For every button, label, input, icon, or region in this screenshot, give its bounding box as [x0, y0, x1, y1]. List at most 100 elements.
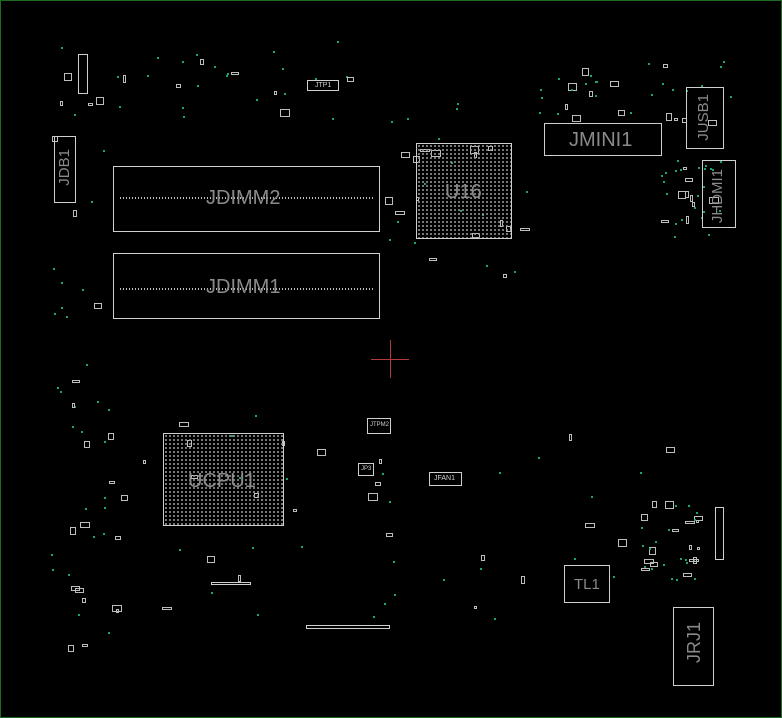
- via: [455, 107, 458, 110]
- jumper-jp3[interactable]: JP3: [358, 463, 374, 476]
- smd-pad: [82, 643, 89, 647]
- via: [651, 94, 654, 97]
- via: [61, 282, 64, 285]
- via: [688, 505, 691, 508]
- via: [703, 185, 706, 188]
- smd-pad: [279, 108, 290, 117]
- via: [696, 512, 699, 515]
- cursor-crosshair-v: [390, 340, 391, 378]
- jumper-jtpm2[interactable]: JTPM2: [367, 418, 391, 434]
- smd-pad: [588, 91, 593, 98]
- via: [102, 533, 105, 536]
- via: [181, 107, 184, 110]
- via: [696, 194, 699, 197]
- via: [107, 408, 110, 411]
- via: [50, 553, 53, 556]
- smd-pad: [674, 117, 679, 121]
- via: [666, 193, 669, 195]
- via: [654, 540, 657, 543]
- jdb1-label: JDB1: [56, 149, 73, 186]
- dimm-slot-jdimm1[interactable]: JDIMM1: [113, 253, 380, 319]
- connector-jrj1[interactable]: JRJ1: [673, 607, 714, 686]
- via: [103, 441, 106, 444]
- chip-u16[interactable]: U16: [416, 143, 512, 239]
- smd-pad: [64, 72, 73, 81]
- smd-pad: [82, 598, 87, 604]
- smd-pad: [87, 103, 93, 107]
- smd-pad: [685, 520, 696, 524]
- connector-vertical-top-left[interactable]: [78, 54, 88, 94]
- smd-pad: [688, 544, 692, 550]
- smd-pad: [565, 103, 569, 110]
- via: [681, 219, 684, 222]
- smd-pad: [692, 557, 697, 565]
- via: [92, 536, 95, 539]
- smd-pad: [521, 576, 525, 585]
- smd-pad: [685, 177, 694, 182]
- via: [86, 363, 89, 366]
- jhdmi1-label: JHDMI1: [709, 169, 726, 224]
- via: [700, 84, 703, 87]
- via: [639, 472, 642, 475]
- via: [674, 235, 677, 238]
- via: [537, 457, 540, 460]
- jumper-jtp1[interactable]: JTP1: [307, 80, 339, 91]
- via: [679, 558, 682, 561]
- connector-jfan1[interactable]: JFAN1: [429, 472, 462, 486]
- connector-jmini1[interactable]: JMINI1: [544, 123, 662, 156]
- via: [664, 171, 667, 174]
- via: [538, 111, 541, 114]
- smd-pad: [162, 607, 173, 611]
- chip-ucpu1[interactable]: UCPU1: [163, 433, 284, 526]
- jtpm2-label: JTPM2: [370, 422, 390, 428]
- connector-jdb1[interactable]: JDB1: [54, 136, 76, 203]
- via: [56, 386, 59, 389]
- via: [686, 562, 689, 565]
- smd-pad: [74, 588, 84, 594]
- connector-jusb1[interactable]: JUSB1: [686, 87, 724, 149]
- jdimm1-label: JDIMM1: [206, 276, 281, 298]
- via: [72, 425, 75, 428]
- via: [686, 89, 689, 92]
- via: [406, 118, 409, 121]
- smd-pad: [685, 216, 689, 225]
- smd-pad: [618, 109, 626, 116]
- dimm-slot-jdimm2[interactable]: JDIMM2: [113, 166, 380, 232]
- via: [675, 579, 678, 582]
- via: [571, 88, 574, 91]
- via: [81, 288, 84, 291]
- via: [493, 617, 496, 620]
- via: [226, 72, 229, 75]
- via: [643, 565, 646, 568]
- via: [672, 89, 675, 92]
- via: [648, 63, 651, 66]
- smd-pad: [69, 527, 76, 536]
- smd-pad: [384, 197, 393, 206]
- connector-right-edge[interactable]: [715, 507, 724, 560]
- via: [649, 547, 652, 550]
- via: [147, 75, 150, 78]
- smd-pad: [519, 227, 530, 231]
- via: [641, 527, 644, 530]
- via: [457, 102, 460, 105]
- via: [675, 222, 678, 225]
- via: [183, 116, 186, 119]
- smd-pad: [473, 606, 477, 610]
- via: [214, 66, 217, 69]
- via: [102, 149, 105, 152]
- via: [671, 577, 674, 580]
- smd-pad: [206, 555, 215, 563]
- via: [667, 529, 670, 532]
- smd-pad: [108, 432, 115, 440]
- connector-bottom-strip[interactable]: [306, 625, 390, 629]
- via: [514, 271, 517, 274]
- smd-pad: [72, 380, 81, 384]
- smd-pad: [59, 100, 63, 106]
- connector-jhdmi1[interactable]: JHDMI1: [702, 160, 736, 228]
- transformer-tl1[interactable]: TL1: [564, 565, 610, 603]
- smd-pad: [648, 546, 656, 555]
- via: [703, 168, 706, 171]
- via: [437, 137, 440, 140]
- via: [281, 68, 284, 71]
